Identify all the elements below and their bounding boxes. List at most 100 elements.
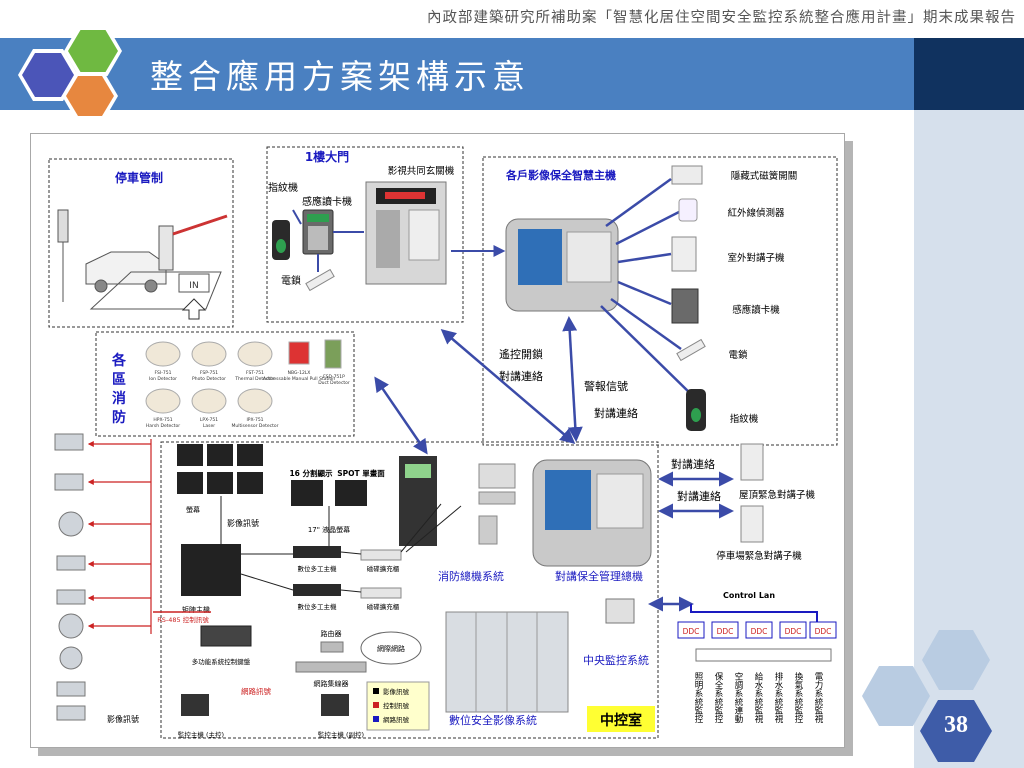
detector-model: FSI-751 bbox=[155, 370, 172, 376]
remote-unlock-label: 遙控開鎖 bbox=[499, 347, 543, 361]
title-bar bbox=[0, 38, 914, 110]
fingerprint-device-icon bbox=[272, 220, 290, 260]
lobby-intercom-panel-icon bbox=[365, 181, 447, 285]
fingerprint-2-label: 指紋機 bbox=[730, 413, 759, 425]
detector-icons bbox=[145, 339, 342, 414]
control-lan-line bbox=[690, 604, 818, 622]
lobby-line-card bbox=[292, 209, 302, 225]
disk-1-icon bbox=[360, 549, 402, 561]
split-display-label: 16 分割顯示 bbox=[289, 468, 333, 478]
lobby-fingerprint-label: 指紋機 bbox=[268, 181, 298, 194]
internet-label: 網際網路 bbox=[377, 644, 405, 653]
central-monitor-pc-icon bbox=[605, 598, 635, 624]
ddc-label: DDC bbox=[785, 627, 802, 636]
detector-name: Addressable Manual Pull Station bbox=[263, 376, 335, 382]
lobby-to-mgmt-arrow bbox=[440, 329, 576, 444]
fire-title-2: 區 bbox=[112, 372, 126, 388]
diagram-canvas: 停車管制 IN 1樓大門 指紋機 感應讀卡機 影視共同玄關機 電鎖 各戶影像保全… bbox=[48, 146, 838, 739]
host-to-mgmt-arrow bbox=[562, 316, 583, 442]
camera-icons bbox=[54, 433, 86, 721]
control-lan-label: Control Lan bbox=[723, 591, 775, 600]
pc-sub-label: 監控主機 (副控) bbox=[318, 730, 364, 739]
control-room-title: 中控室 bbox=[600, 712, 642, 729]
peripheral-lines bbox=[600, 177, 697, 400]
outdoor-intercom-label: 室外對講子機 bbox=[727, 252, 785, 264]
parking-intercom-label: 停車場緊急對講子機 bbox=[716, 550, 802, 562]
server-rack-icon bbox=[445, 611, 569, 713]
ddc-label: DDC bbox=[815, 627, 832, 636]
fire-system-label: 消防總機系統 bbox=[438, 569, 504, 583]
subsystem-label: 排水系統監視 bbox=[773, 671, 783, 724]
disk-1-label: 磁碟擴充櫃 bbox=[367, 564, 400, 573]
signal-legend: 影像訊號 控制訊號 網路訊號 bbox=[366, 681, 430, 731]
hub-label: 網路集線器 bbox=[314, 679, 349, 688]
spot-display-label: SPOT 單畫面 bbox=[337, 468, 385, 478]
elock-2-label: 電鎖 bbox=[728, 349, 748, 361]
roof-intercom-icon bbox=[740, 443, 764, 481]
roof-intercom-label: 屋頂緊急對講子機 bbox=[739, 489, 816, 501]
lcd-monitors-icon bbox=[291, 480, 367, 506]
detector-name: Laser bbox=[203, 423, 215, 429]
keyboard-label: 多功能系統控制鍵盤 bbox=[192, 657, 251, 666]
intercom-link-label-2: 對講連絡 bbox=[594, 406, 638, 420]
home-host-title: 各戶影像保全智慧主機 bbox=[505, 168, 616, 182]
monitor-wall-icon bbox=[177, 444, 263, 494]
subsystem-label: 給水系統監視 bbox=[753, 671, 763, 724]
ddc-units bbox=[677, 621, 837, 639]
fire-panel-icon bbox=[399, 456, 516, 546]
card-reader-device-icon bbox=[302, 209, 334, 255]
page-number: 38 bbox=[944, 712, 968, 738]
detector-model: NBG-12LX bbox=[288, 370, 311, 376]
detector-name: Harsh Detector bbox=[146, 423, 180, 429]
intercom-system-label: 對講保全管理總機 bbox=[555, 569, 643, 583]
io-points-bar bbox=[695, 648, 832, 662]
title-bar-accent bbox=[914, 38, 1024, 110]
lobby-section bbox=[266, 146, 464, 323]
detector-model: LPX-751 bbox=[200, 417, 218, 423]
alarm-signal-label: 警報信號 bbox=[584, 379, 628, 393]
control-room-section bbox=[160, 441, 659, 739]
fire-title-1: 各 bbox=[111, 352, 127, 369]
dvr-2-label: 數位多工主機 bbox=[298, 602, 338, 611]
pc-main-label: 監控主機 (主控) bbox=[178, 730, 224, 739]
dvr-1-label: 數位多工主機 bbox=[298, 564, 338, 573]
disk-2-label: 磁碟擴充櫃 bbox=[367, 602, 400, 611]
parking-in-mark: IN bbox=[189, 281, 198, 291]
page-title: 整合應用方案架構示意 bbox=[150, 57, 530, 96]
detector-model: FSD-751P bbox=[323, 374, 345, 380]
router-label: 路由器 bbox=[321, 629, 342, 638]
card-reader-2-label: 感應讀卡機 bbox=[732, 304, 780, 316]
detector-name: Ion Detector bbox=[149, 376, 177, 382]
home-host-device-icon bbox=[505, 218, 619, 312]
ir-detector-label: 紅外線偵測器 bbox=[727, 207, 785, 219]
card-reader-2-icon bbox=[671, 288, 699, 324]
fire-to-control-arrow bbox=[374, 376, 428, 455]
workstation-icons bbox=[181, 694, 349, 716]
parking-gate-illustration bbox=[57, 209, 228, 310]
subsystem-label: 照明系統監控 bbox=[693, 672, 703, 724]
detector-model: IPX-751 bbox=[246, 417, 263, 423]
router-icon bbox=[320, 641, 344, 653]
ddc-label: DDC bbox=[683, 627, 700, 636]
fire-title-3: 消 bbox=[112, 390, 126, 407]
detector-name: Photo Detector bbox=[192, 376, 226, 382]
digital-video-label: 數位安全影像系統 bbox=[449, 713, 537, 727]
internet-cloud-icon bbox=[360, 631, 422, 665]
matrix-host-icon bbox=[181, 544, 241, 596]
legend-control-label: 控制訊號 bbox=[383, 701, 410, 710]
camera-video-signal-label: 影像訊號 bbox=[107, 714, 139, 724]
subsystem-label: 電力系統監視 bbox=[813, 672, 823, 724]
subsystem-label: 空調系統連動 bbox=[733, 671, 743, 724]
intercom-link-label-3: 對講連絡 bbox=[671, 457, 715, 471]
outdoor-intercom-icon bbox=[671, 236, 697, 272]
lobby-elock-label: 電鎖 bbox=[281, 274, 301, 287]
legend-network-label: 網路訊號 bbox=[383, 715, 410, 724]
elock-2-icon bbox=[676, 338, 706, 362]
fire-title-4: 防 bbox=[112, 409, 126, 426]
detector-name: Multisensor Detector bbox=[232, 423, 279, 429]
ddc-label: DDC bbox=[751, 627, 768, 636]
detector-model: FSP-751 bbox=[200, 370, 218, 376]
lobby-card-reader-label: 感應讀卡機 bbox=[302, 195, 352, 208]
parking-intercom-icon bbox=[740, 505, 764, 543]
camera-signal-lines bbox=[87, 439, 152, 634]
